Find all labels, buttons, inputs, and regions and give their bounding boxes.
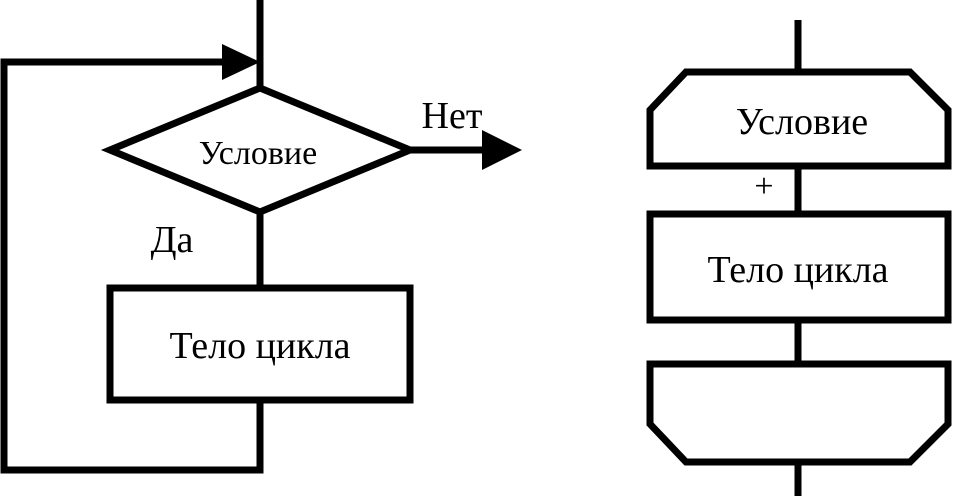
right-condition-label: Условие — [736, 101, 868, 143]
left-body-box — [106, 284, 414, 404]
left-body-label: Тело цикла — [169, 325, 350, 367]
left-loop-back-line — [0, 58, 264, 474]
right-loop-end-block — [646, 360, 952, 466]
right-body-label: Тело цикла — [707, 249, 888, 291]
right-flowchart: Условие + Тело цикла — [646, 20, 952, 496]
right-loop-start-block — [646, 68, 952, 170]
left-no-label: Нет — [422, 95, 483, 137]
left-no-exit-arrowhead — [482, 130, 522, 170]
left-condition-label: Условие — [199, 135, 317, 172]
left-flowchart: Условие Нет Да Тело цикла — [0, 0, 522, 474]
right-plus-label: + — [754, 168, 773, 205]
left-yes-label: Да — [151, 219, 194, 261]
left-loop-back-arrowhead — [222, 44, 260, 80]
right-body-box — [646, 210, 952, 324]
